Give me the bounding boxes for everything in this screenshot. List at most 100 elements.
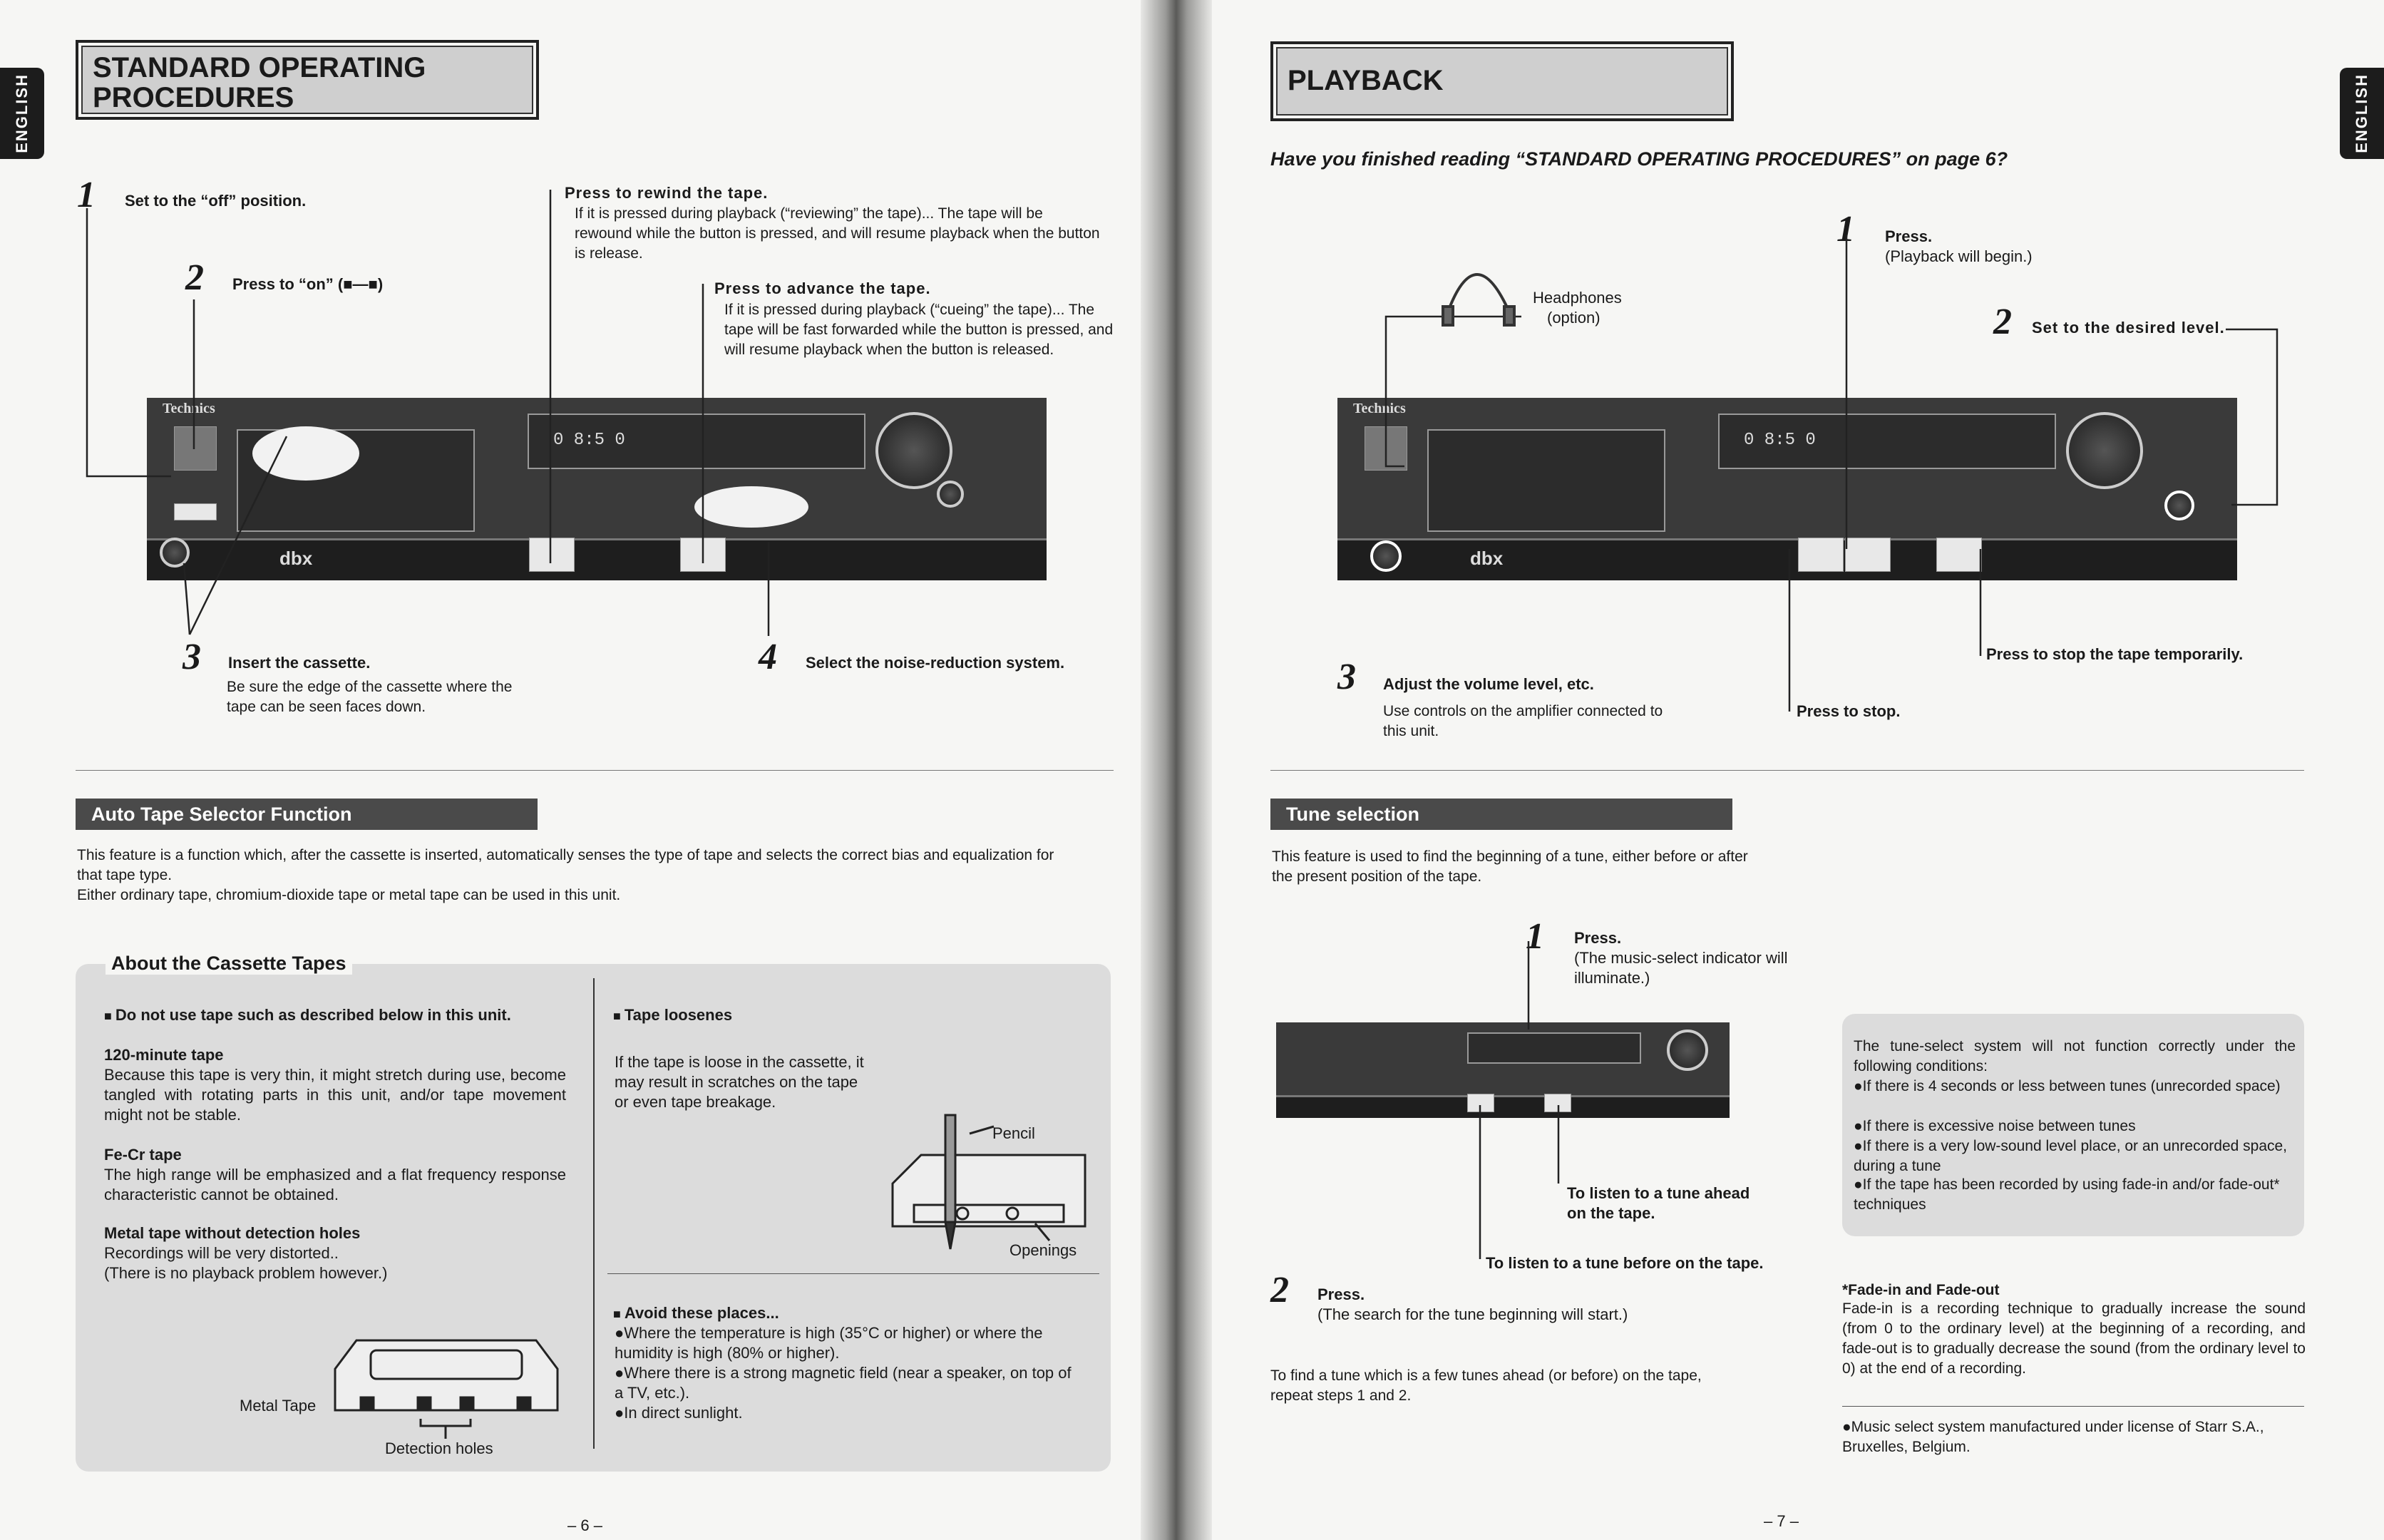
tape-loose-body: If the tape is loose in the cassette, it…: [615, 1053, 864, 1111]
tune-before-label: To listen to a tune before on the tape.: [1486, 1254, 1764, 1272]
avoid-title: Avoid these places...: [613, 1303, 779, 1324]
step-4-number: 4: [759, 637, 777, 677]
play-step-3-title: Adjust the volume level, etc.: [1383, 675, 1594, 693]
headphones-icon: [1442, 273, 1516, 327]
cassette-compartment: [1427, 429, 1665, 532]
language-tab-right: ENGLISH: [2340, 68, 2384, 159]
stop-label: Press to stop.: [1797, 702, 1901, 720]
step-2-number: 2: [185, 257, 204, 298]
find-tune-text: To find a tune which is a few tunes ahea…: [1270, 1367, 1702, 1404]
metal-title: Metal tape without detection holes: [104, 1224, 361, 1242]
advance-body: If it is pressed during playback (“cuein…: [724, 302, 1114, 358]
license-note: ●Music select system manufactured under …: [1842, 1419, 2264, 1455]
auto-tape-body-2: Either ordinary tape, chromium-dioxide t…: [77, 887, 621, 903]
page-number-left: – 6 –: [567, 1516, 602, 1534]
tune-step-1-body: (The music-select indicator will illumin…: [1574, 949, 1788, 987]
tape-120-body: Because this tape is very thin, it might…: [104, 1066, 566, 1124]
display-panel: [1718, 414, 2056, 469]
tune-step-2-title: Press.: [1317, 1285, 1365, 1303]
play-button: [1845, 538, 1891, 572]
about-cassette-title: About the Cassette Tapes: [106, 953, 352, 975]
page-number-right: – 7 –: [1764, 1512, 1799, 1530]
fecr-body: The high range will be emphasized and a …: [104, 1166, 566, 1203]
rewind-title: Press to rewind the tape.: [565, 184, 769, 202]
dont-use-heading: Do not use tape such as described below …: [104, 1005, 511, 1026]
leader-level: [2226, 328, 2278, 506]
tune-ahead-label: To listen to a tune ahead on the tape.: [1567, 1184, 1750, 1222]
phones-jack: [1370, 540, 1402, 572]
play-step-2-number: 2: [1993, 302, 2012, 342]
play-step-2-text: Set to the desired level.: [2032, 319, 2225, 337]
cassette-pencil-drawing: [891, 1114, 1086, 1250]
step-4-text: Select the noise-reduction system.: [806, 654, 1065, 672]
tune-note-item-2: ●If there is excessive noise between tun…: [1854, 1118, 2136, 1134]
right-page: ENGLISH PLAYBACK Have you finished readi…: [1183, 0, 2384, 1540]
power-switch: [174, 426, 217, 471]
tune-note-box: [1842, 1014, 2304, 1236]
leader-step-3a: [183, 563, 191, 635]
step-1-number: 1: [77, 175, 96, 215]
metal-tape-drawing: [334, 1339, 559, 1439]
avoid-item-3: ●In direct sunlight.: [615, 1404, 743, 1422]
leader-step-3b: [188, 436, 288, 635]
leader-step-1: [86, 208, 171, 478]
output-level-knob: [2164, 491, 2194, 520]
tune-note-item-1: ●If there is 4 seconds or less between t…: [1854, 1078, 2281, 1094]
play-step-3-body: Use controls on the amplifier connected …: [1383, 703, 1663, 739]
input-level-knob: [875, 412, 952, 489]
tune-step-2-number: 2: [1270, 1270, 1289, 1310]
headphones-label: Headphones: [1533, 289, 1622, 307]
small-rew-button: [1467, 1094, 1494, 1112]
tape-120-title: 120-minute tape: [104, 1046, 224, 1064]
fade-title: *Fade-in and Fade-out: [1842, 1282, 2000, 1298]
deck-brand: Technics: [163, 401, 215, 416]
language-tab-left: ENGLISH: [0, 68, 44, 159]
counter-display: 0 8:5 0: [1744, 431, 1816, 450]
metal-body-2: (There is no playback problem however.): [104, 1264, 388, 1282]
metal-body: Recordings will be very distorted..: [104, 1244, 339, 1262]
openings-label: Openings: [1009, 1241, 1077, 1259]
stop-button: [1798, 538, 1844, 572]
small-deck-illustration: [1276, 1022, 1730, 1118]
tune-note-item-3: ●If there is a very low-sound level plac…: [1854, 1138, 2288, 1174]
advance-title: Press to advance the tape.: [714, 279, 931, 297]
play-step-3-number: 3: [1337, 657, 1356, 697]
fecr-title: Fe-Cr tape: [104, 1146, 182, 1164]
counter-display: 0 8:5 0: [553, 431, 625, 450]
page-title-left: STANDARD OPERATING PROCEDURES: [76, 40, 539, 120]
step-3-title: Insert the cassette.: [228, 654, 371, 672]
tune-selection-body: This feature is used to find the beginni…: [1272, 848, 1748, 885]
headphones-option: (option): [1547, 309, 1601, 327]
display-panel: [528, 414, 865, 469]
page-title-right: PLAYBACK: [1270, 41, 1734, 121]
avoid-item-1: ●Where the temperature is high (35°C or …: [615, 1324, 1043, 1362]
tune-note-item-4: ●If the tape has been recorded by using …: [1854, 1176, 2280, 1213]
nr-highlight: [694, 486, 808, 528]
pause-button: [1936, 538, 1982, 572]
dbx-logo: dbx: [1470, 548, 1504, 569]
pencil-label: Pencil: [992, 1124, 1035, 1142]
dbx-logo: dbx: [279, 548, 313, 569]
small-display: [1467, 1032, 1641, 1064]
auto-tape-body-1: This feature is a function which, after …: [77, 847, 1054, 883]
tune-selection-title: Tune selection: [1270, 799, 1732, 830]
inner-divider: [607, 1273, 1099, 1274]
eject-button: [174, 503, 217, 520]
cassette-deck-illustration: Technics dbx 0 8:5 0: [147, 398, 1047, 580]
tape-loose-title: Tape loosenes: [613, 1005, 732, 1026]
auto-tape-selector-title: Auto Tape Selector Function: [76, 799, 538, 830]
divider: [76, 770, 1114, 771]
step-3-number: 3: [183, 637, 201, 677]
step-2-text: Press to “on” (■—■): [232, 275, 384, 293]
playback-subtitle: Have you finished reading “STANDARD OPER…: [1270, 148, 2008, 170]
stop-temporarily-label: Press to stop the tape temporarily.: [1986, 645, 2244, 663]
book-spine: [1141, 0, 1212, 1540]
avoid-item-2: ●Where there is a strong magnetic field …: [615, 1364, 1072, 1402]
left-page: ENGLISH STANDARD OPERATING PROCEDURES 1 …: [0, 0, 1169, 1540]
cassette-deck-illustration-right: Technics dbx 0 8:5 0: [1337, 398, 2237, 580]
metal-tape-label: Metal Tape: [240, 1397, 317, 1415]
step-1-text: Set to the “off” position.: [125, 192, 307, 210]
phones-jack: [160, 538, 190, 568]
output-knob: [937, 481, 964, 508]
